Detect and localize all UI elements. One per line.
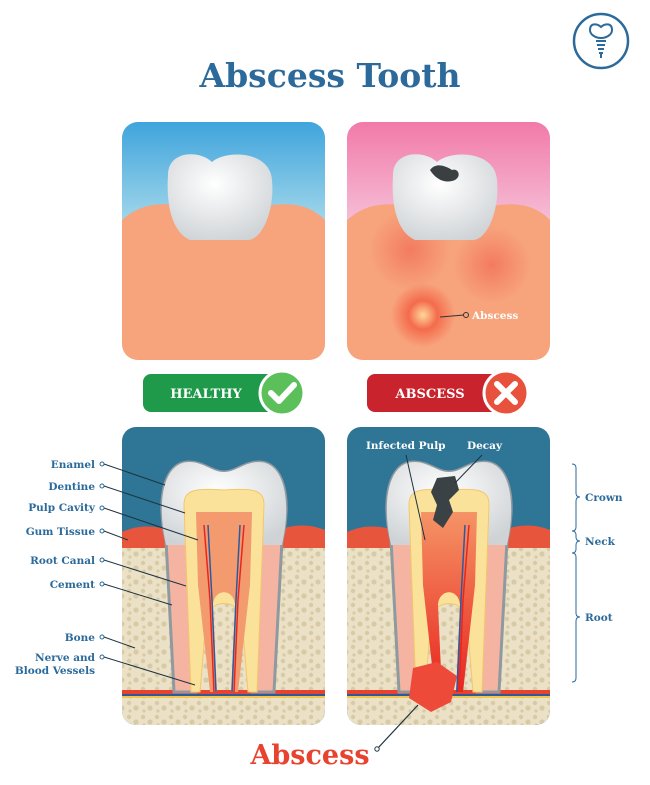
label-enamel: Enamel: [51, 459, 95, 471]
page-title: Abscess Tooth: [198, 56, 460, 95]
abscess-callout-label: Abscess: [249, 740, 369, 771]
label-gum-tissue: Gum Tissue: [26, 526, 96, 538]
decay-label: Decay: [467, 440, 503, 452]
label-dentine: Dentine: [48, 481, 95, 493]
region-root: Root: [585, 612, 613, 624]
region-brace: [571, 463, 581, 683]
label-pulp-cavity: Pulp Cavity: [28, 502, 96, 514]
abscess-badge: ABSCESS: [367, 369, 530, 417]
check-icon: [258, 369, 306, 417]
region-crown: Crown: [585, 492, 623, 504]
healthy-labels: Enamel Dentine Pulp Cavity Gum Tissue Ro…: [15, 459, 199, 686]
tooth-implant-icon: [572, 12, 630, 70]
abscess-top-view: Abscess: [347, 122, 550, 360]
healthy-cross-section: [122, 427, 325, 725]
abscess-spot: [391, 283, 455, 347]
label-blood-vessels: Blood Vessels: [15, 665, 95, 677]
abscess-pocket: [409, 662, 457, 712]
region-neck: Neck: [585, 536, 616, 548]
healthy-badge-label: HEALTHY: [170, 387, 242, 402]
abscess-marker-label: Abscess: [471, 310, 518, 322]
label-root-canal: Root Canal: [30, 555, 95, 567]
label-bone: Bone: [65, 632, 96, 644]
healthy-badge: HEALTHY: [143, 369, 306, 417]
healthy-top-view: [122, 122, 325, 360]
abscess-badge-label: ABSCESS: [394, 387, 464, 402]
label-cement: Cement: [50, 579, 95, 591]
decay-cavity: [431, 476, 459, 528]
abscess-cross-section: Infected Pulp Decay: [347, 427, 550, 725]
cross-icon: [482, 369, 530, 417]
infected-pulp-label: Infected Pulp: [366, 440, 446, 452]
label-nerve-and: Nerve and: [35, 652, 96, 664]
decay-spot: [430, 165, 459, 182]
